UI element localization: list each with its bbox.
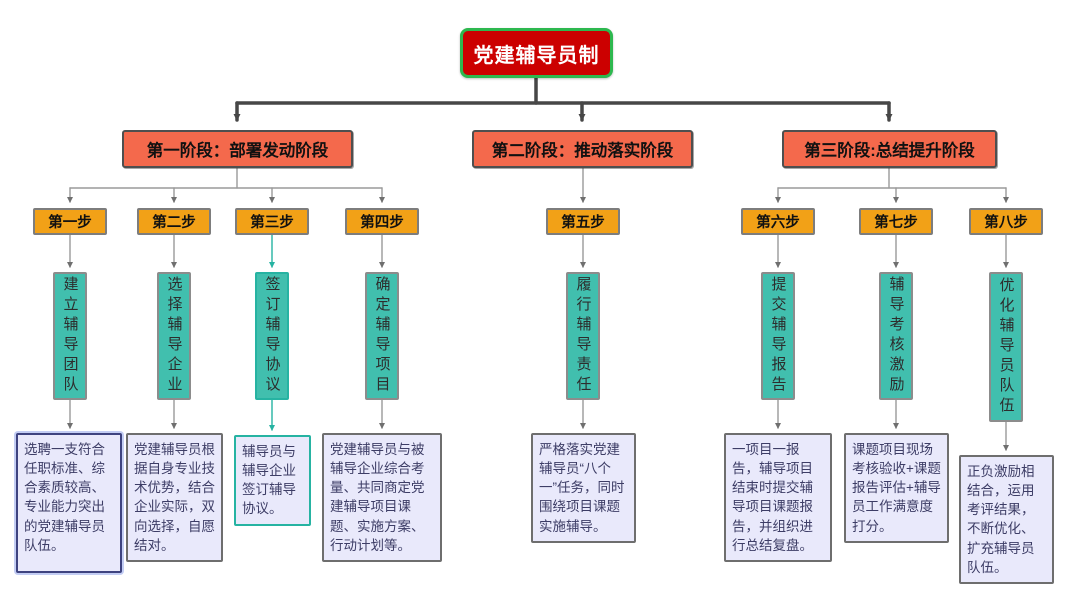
step-node-1[interactable]: 第一步 [33,208,107,235]
task-node-6[interactable]: 提交辅导报告 [761,272,795,400]
step-node-3[interactable]: 第三步 [235,208,309,235]
task-node-5[interactable]: 履行辅导责任 [566,272,600,400]
step-node-4[interactable]: 第四步 [345,208,419,235]
step-node-2[interactable]: 第二步 [137,208,211,235]
root-node[interactable]: 党建辅导员制 [460,28,613,78]
detail-node-4[interactable]: 党建辅导员与被辅导企业综合考量、共同商定党建辅导项目课题、实施方案、行动计划等。 [322,433,442,562]
step-node-8[interactable]: 第八步 [969,208,1043,235]
step-node-7[interactable]: 第七步 [859,208,933,235]
phase-node-3[interactable]: 第三阶段:总结提升阶段 [782,130,997,168]
detail-node-6[interactable]: 一项目一报告，辅导项目结束时提交辅导项目课题报告，并组织进行总结复盘。 [724,433,832,562]
task-node-8[interactable]: 优化辅导员队伍 [989,272,1023,422]
detail-node-1[interactable]: 选聘一支符合任职标准、综合素质较高、专业能力突出的党建辅导员队伍。 [16,433,122,573]
phase-node-2[interactable]: 第二阶段：推动落实阶段 [472,130,693,168]
phase-node-1[interactable]: 第一阶段：部署发动阶段 [122,130,353,168]
detail-node-2[interactable]: 党建辅导员根据自身专业技术优势，结合企业实际，双向选择，自愿结对。 [126,433,223,562]
task-node-1[interactable]: 建立辅导团队 [53,272,87,400]
detail-node-5[interactable]: 严格落实党建辅导员“八个一”任务，同时围绕项目课题实施辅导。 [531,433,636,543]
task-node-3[interactable]: 签订辅导协议 [255,272,289,400]
task-node-7[interactable]: 辅导考核激励 [879,272,913,400]
task-node-2[interactable]: 选择辅导企业 [157,272,191,400]
step-node-6[interactable]: 第六步 [741,208,815,235]
detail-node-8[interactable]: 正负激励相结合，运用考评结果，不断优化、扩充辅导员队伍。 [959,455,1054,584]
detail-node-3[interactable]: 辅导员与辅导企业签订辅导协议。 [234,435,311,526]
step-node-5[interactable]: 第五步 [546,208,620,235]
detail-node-7[interactable]: 课题项目现场考核验收+课题报告评估+辅导员工作满意度打分。 [844,433,949,543]
task-node-4[interactable]: 确定辅导项目 [365,272,399,400]
